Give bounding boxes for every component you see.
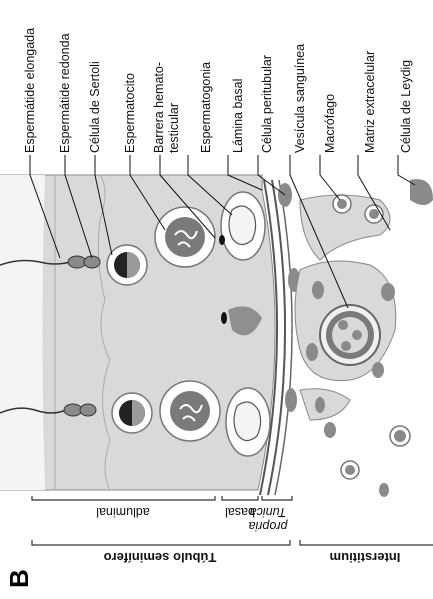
region-interstitium: Interstitium <box>330 550 401 565</box>
blood-testis-barrier <box>219 235 225 245</box>
label-vesicula-sanguinea: Vesícula sanguínea <box>293 44 307 153</box>
peritubular-cell <box>285 388 297 412</box>
label-espermatide-redonda: Espermátide redonda <box>58 33 72 153</box>
label-barrera-2: testicular <box>167 103 181 153</box>
macrophage-nucleus <box>337 199 347 209</box>
interstitial-cell <box>312 281 324 299</box>
tubule-lumen <box>0 175 45 490</box>
region-tubulo-seminifero: Túbulo seminífero <box>104 550 217 565</box>
label-barrera-1: Barrera hemato- <box>152 62 166 153</box>
label-espermatogonia: Espermatogonia <box>199 62 213 153</box>
round-spermatid <box>107 245 147 285</box>
region-tunica-1: Tunica <box>250 505 287 519</box>
label-espermatocito: Espermatocito <box>123 73 137 153</box>
interstitial-cell <box>306 343 318 361</box>
spermatogonium <box>226 388 270 456</box>
blood-testis-barrier <box>221 312 227 324</box>
leydig-cell <box>410 179 433 205</box>
label-lamina-basal: Lámina basal <box>231 79 245 153</box>
spermatogonium <box>221 192 265 260</box>
label-celula-sertoli: Célula de Sertoli <box>88 61 102 153</box>
interstitial-cell <box>315 397 325 413</box>
panel-letter: B <box>4 569 34 588</box>
interstitial-cell <box>372 362 384 378</box>
interstitial-cell <box>381 283 395 301</box>
spermatocyte <box>155 207 215 267</box>
label-celula-peritubular: Célula peritubular <box>260 55 274 153</box>
macrophage-nucleus <box>369 209 379 219</box>
interstitial-cell <box>324 422 336 438</box>
interstitial-tissue <box>300 389 350 420</box>
label-celula-leydig: Célula de Leydig <box>399 60 413 153</box>
blood-vessel <box>320 305 380 365</box>
round-spermatid <box>112 393 152 433</box>
region-tunica-2: propria <box>249 519 289 533</box>
macrophage-nucleus <box>394 430 406 442</box>
spermatocyte <box>160 381 220 441</box>
region-adluminal: adluminal <box>96 505 150 519</box>
label-matriz-extracelular: Matriz extracelular <box>363 51 377 153</box>
label-espermatide-elongada: Espermátide elongada <box>23 28 37 153</box>
macrophage-nucleus <box>345 465 355 475</box>
label-macrofago: Macrófago <box>323 94 337 153</box>
interstitial-cell <box>379 483 389 497</box>
region-brackets <box>32 496 433 545</box>
